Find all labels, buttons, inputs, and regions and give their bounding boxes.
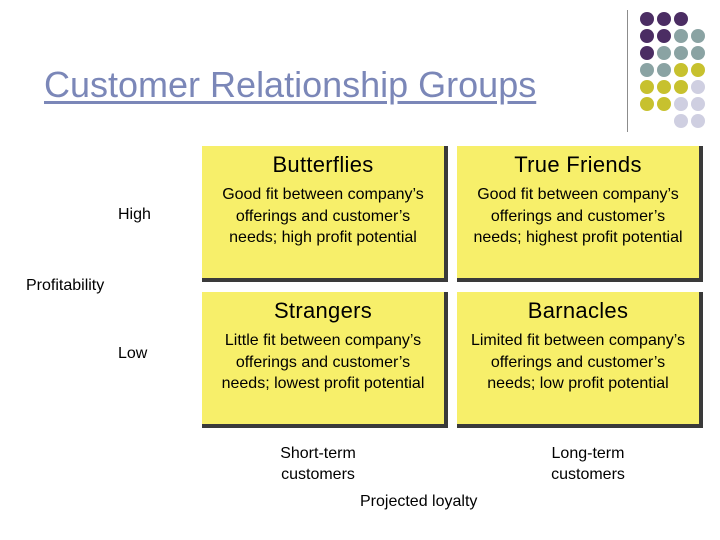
quadrant-title: Strangers — [273, 298, 373, 323]
decorative-dot — [640, 97, 654, 111]
decorative-dot — [674, 63, 688, 77]
quadrant-description: Good fit between company’s offerings and… — [222, 186, 424, 246]
quadrant-strangers: Strangers Little fit between company’s o… — [202, 292, 448, 428]
decorative-dot — [691, 80, 705, 94]
decorative-dot — [640, 80, 654, 94]
decorative-dot — [657, 29, 671, 43]
quadrant-barnacles: Barnacles Limited fit between company’s … — [457, 292, 703, 428]
decorative-dot — [691, 29, 705, 43]
y-high-label: High — [118, 206, 151, 223]
y-low-label: Low — [118, 345, 148, 362]
decorative-dot — [691, 46, 705, 60]
decorative-dot — [674, 46, 688, 60]
decorative-dot — [657, 46, 671, 60]
decorative-dot — [674, 12, 688, 26]
x-short-term-label: Short-term customers — [280, 445, 356, 483]
quadrant-description: Limited fit between company’s offerings … — [470, 332, 686, 392]
title-divider-line — [627, 10, 628, 132]
quadrant-true-friends: True Friends Good fit between company’s … — [457, 146, 703, 282]
decorative-dot — [640, 29, 654, 43]
x-axis-label: Projected loyalty — [360, 493, 478, 510]
quadrant-title: True Friends — [514, 152, 642, 177]
quadrant-description: Little fit between company’s offerings a… — [221, 332, 425, 392]
decorative-dot — [691, 97, 705, 111]
x-long-term-label: Long-term customers — [551, 445, 625, 483]
decorative-dot — [674, 29, 688, 43]
decorative-dot — [691, 114, 705, 128]
decorative-dot — [657, 80, 671, 94]
decorative-dot — [657, 97, 671, 111]
decorative-dot — [691, 63, 705, 77]
quadrant-butterflies: Butterflies Good fit between company’s o… — [202, 146, 448, 282]
decorative-dot-grid — [640, 12, 705, 128]
decorative-dot — [674, 80, 688, 94]
decorative-dot — [657, 63, 671, 77]
page-title: Customer Relationship Groups — [44, 64, 537, 105]
y-axis-label: Profitability — [26, 277, 105, 294]
decorative-dot — [657, 12, 671, 26]
quadrant-title: Butterflies — [272, 152, 374, 177]
decorative-dot — [674, 97, 688, 111]
decorative-dot — [640, 46, 654, 60]
quadrant-title: Barnacles — [527, 298, 629, 323]
decorative-dot — [674, 114, 688, 128]
decorative-dot — [640, 63, 654, 77]
quadrant-description: Good fit between company’s offerings and… — [473, 186, 683, 246]
decorative-dot — [640, 12, 654, 26]
